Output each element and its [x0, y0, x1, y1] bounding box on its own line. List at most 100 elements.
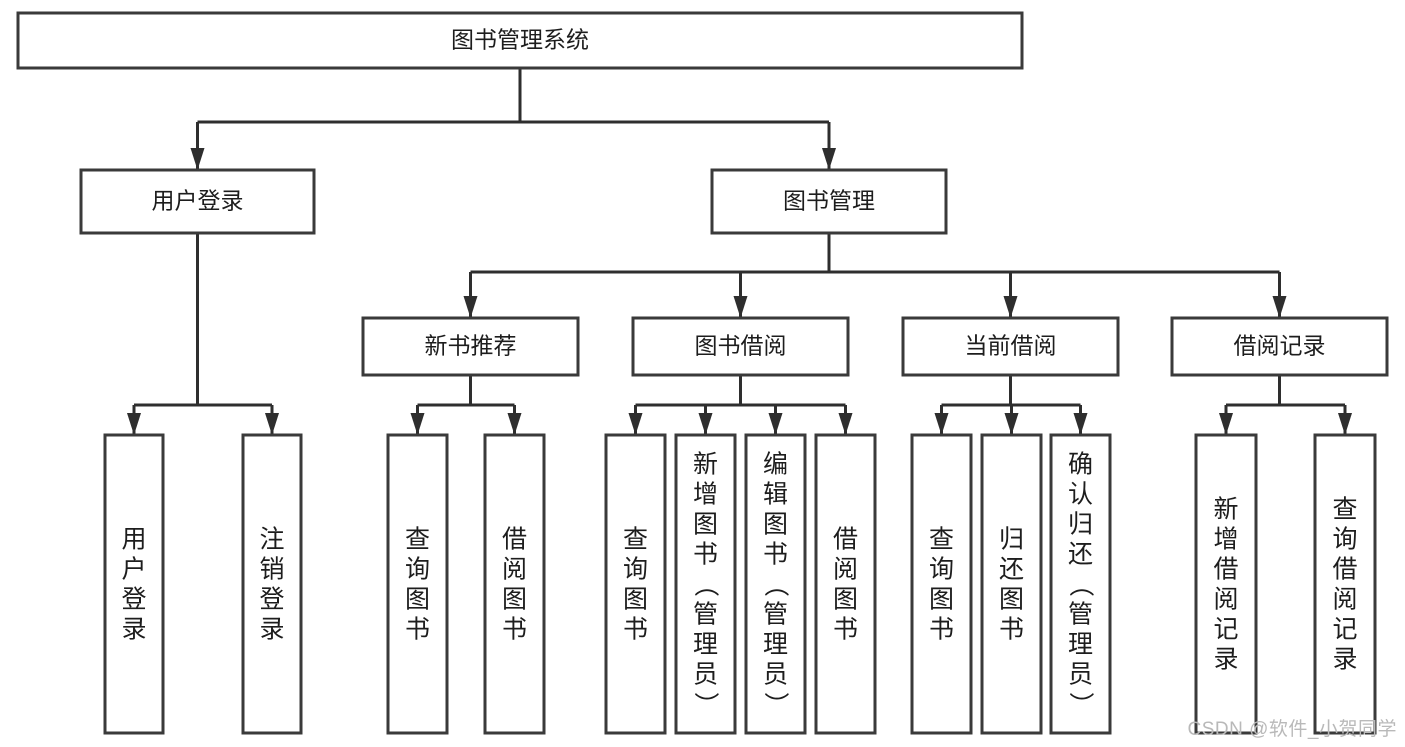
svg-text:询: 询	[405, 555, 430, 583]
node-leaf-编辑图书管理员[interactable]	[744, 433, 807, 735]
node-leaf-查询图书[interactable]	[386, 433, 449, 735]
node-leaf-新增借阅记录[interactable]	[1194, 433, 1258, 735]
node-root-图书管理系统[interactable]	[16, 11, 1024, 70]
svg-text:管: 管	[693, 600, 718, 628]
node-level2-借阅记录[interactable]	[1170, 316, 1389, 377]
svg-text:查: 查	[623, 525, 648, 553]
svg-text:理: 理	[1068, 630, 1093, 658]
arrow-head-icon	[507, 413, 522, 435]
svg-text:借: 借	[833, 525, 858, 553]
svg-text:用: 用	[121, 525, 146, 553]
svg-text:查: 查	[1332, 495, 1357, 523]
svg-text:）: ）	[1067, 692, 1095, 717]
node-level2-新书推荐[interactable]	[361, 316, 580, 377]
svg-text:书: 书	[929, 615, 954, 643]
svg-text:（: （	[762, 572, 790, 597]
node-label-借阅记录: 借阅记录	[1234, 333, 1326, 359]
arrow-head-icon	[1219, 413, 1233, 435]
svg-text:书: 书	[405, 615, 430, 643]
node-level1-图书管理[interactable]	[710, 168, 948, 235]
svg-text:书: 书	[502, 615, 527, 643]
svg-text:书: 书	[833, 615, 858, 643]
svg-text:查: 查	[405, 525, 430, 553]
svg-text:图: 图	[693, 510, 718, 538]
svg-text:归: 归	[1068, 510, 1093, 538]
svg-text:归: 归	[999, 525, 1024, 553]
node-label-用户登录: 用户登录	[152, 188, 244, 214]
svg-text:还: 还	[1068, 540, 1093, 568]
svg-text:图: 图	[623, 585, 648, 613]
svg-text:借: 借	[502, 525, 527, 553]
node-label-当前借阅: 当前借阅	[965, 333, 1057, 359]
svg-text:图: 图	[502, 585, 527, 613]
node-leaf-借阅图书[interactable]	[814, 433, 877, 735]
svg-text:记: 记	[1213, 615, 1238, 643]
svg-text:图: 图	[405, 585, 430, 613]
svg-text:阅: 阅	[1332, 585, 1357, 613]
arrow-head-icon	[1073, 413, 1088, 435]
node-level2-图书借阅[interactable]	[631, 316, 850, 377]
svg-text:管: 管	[763, 600, 788, 628]
svg-text:（: （	[1067, 572, 1095, 597]
arrow-head-icon	[410, 413, 425, 435]
arrow-head-icon	[1003, 296, 1018, 318]
svg-text:（: （	[692, 572, 720, 597]
svg-text:图: 图	[999, 585, 1024, 613]
svg-text:还: 还	[999, 555, 1024, 583]
arrow-head-icon	[698, 413, 713, 435]
svg-text:辑: 辑	[763, 480, 788, 508]
svg-text:录: 录	[121, 615, 146, 643]
svg-text:理: 理	[693, 630, 718, 658]
arrow-head-icon	[733, 296, 748, 318]
svg-text:编: 编	[763, 450, 788, 478]
svg-text:）: ）	[762, 692, 790, 717]
node-leaf-查询图书[interactable]	[604, 433, 667, 735]
arrow-head-icon	[265, 413, 279, 435]
svg-text:员: 员	[693, 660, 718, 688]
node-leaf-新增图书管理员[interactable]	[674, 433, 737, 735]
svg-text:增: 增	[1213, 525, 1238, 553]
arrow-head-icon	[463, 296, 478, 318]
svg-text:新: 新	[1213, 495, 1238, 523]
svg-text:阅: 阅	[833, 555, 858, 583]
arrow-head-icon	[1004, 413, 1019, 435]
svg-text:询: 询	[623, 555, 648, 583]
svg-text:查: 查	[929, 525, 954, 553]
arrow-head-icon	[190, 148, 205, 170]
svg-text:销: 销	[259, 555, 284, 583]
svg-text:阅: 阅	[502, 555, 527, 583]
node-label-图书借阅: 图书借阅	[695, 333, 787, 359]
node-leaf-用户登录[interactable]	[103, 433, 165, 735]
arrow-head-icon	[838, 413, 853, 435]
arrow-head-icon	[628, 413, 643, 435]
node-level1-用户登录[interactable]	[79, 168, 316, 235]
node-leaf-借阅图书[interactable]	[483, 433, 546, 735]
svg-text:记: 记	[1332, 615, 1357, 643]
node-leaf-确认归还管理员[interactable]	[1049, 433, 1112, 735]
svg-text:）: ）	[692, 692, 720, 717]
node-leaf-归还图书[interactable]	[980, 433, 1043, 735]
node-level2-当前借阅[interactable]	[901, 316, 1120, 377]
svg-text:询: 询	[1332, 525, 1357, 553]
arrow-head-icon	[822, 148, 836, 170]
svg-text:图: 图	[833, 585, 858, 613]
node-leaf-查询图书[interactable]	[910, 433, 973, 735]
node-label-图书管理: 图书管理	[783, 188, 875, 214]
svg-text:确: 确	[1068, 450, 1093, 478]
arrow-head-icon	[768, 413, 783, 435]
svg-text:登: 登	[121, 585, 146, 613]
svg-text:员: 员	[763, 660, 788, 688]
node-leaf-注销登录[interactable]	[241, 433, 303, 735]
svg-text:录: 录	[259, 615, 284, 643]
node-leaf-查询借阅记录[interactable]	[1313, 433, 1377, 735]
arrow-head-icon	[1338, 413, 1352, 435]
